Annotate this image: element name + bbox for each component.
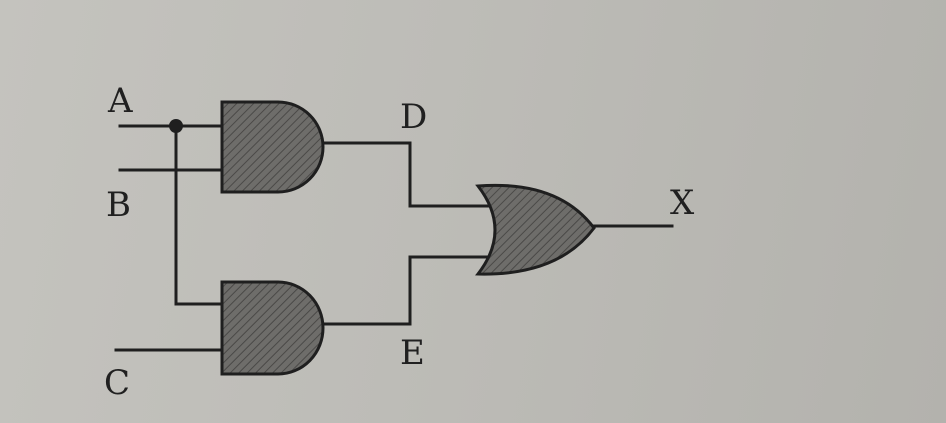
label-e: E (400, 333, 425, 373)
label-x: X (670, 183, 695, 223)
and-gate-bottom (220, 280, 325, 376)
and-gate-top (220, 100, 325, 194)
label-d: D (400, 97, 427, 137)
or-gate (475, 183, 596, 276)
wire-d (320, 141, 494, 208)
wire-e (320, 255, 494, 326)
wires (114, 119, 674, 352)
label-a: A (107, 81, 133, 121)
junction-dot (169, 119, 183, 133)
label-b: B (106, 185, 131, 225)
wire-a-branch (174, 124, 224, 306)
labels: A B C D E X (104, 81, 695, 403)
label-c: C (104, 363, 130, 403)
gates (220, 100, 596, 376)
